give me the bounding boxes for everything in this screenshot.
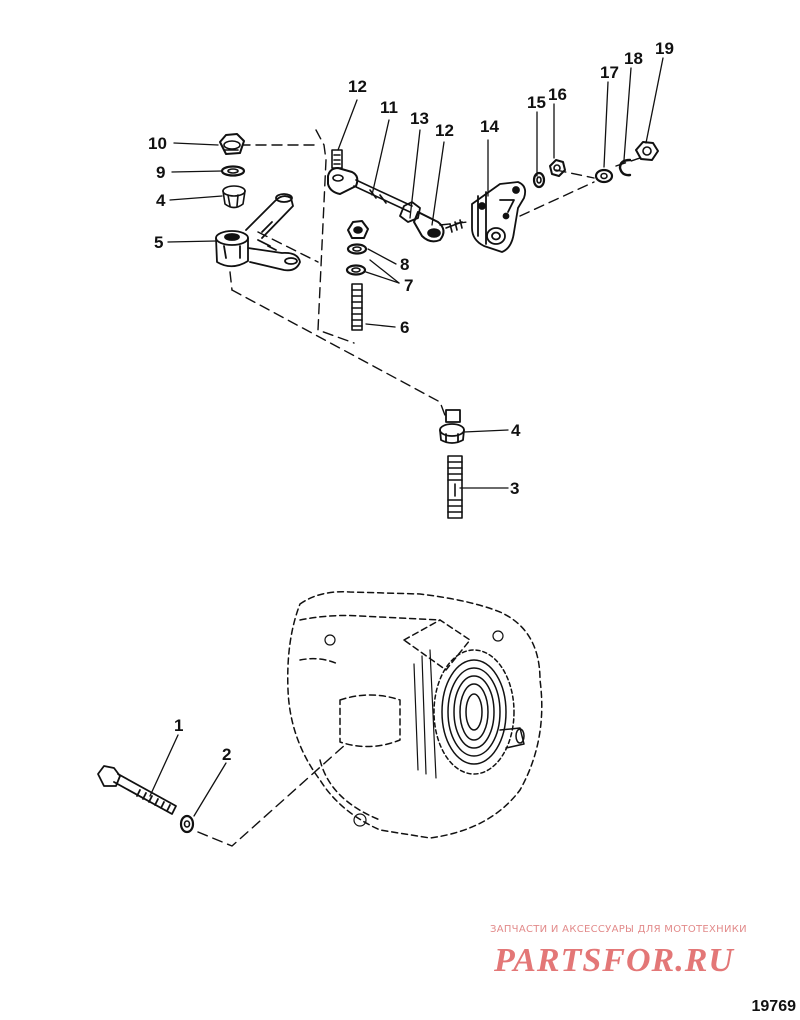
part-10-nut [219,133,245,155]
part-11-rod [353,179,413,213]
callout-4-lower: 4 [511,421,521,440]
figure-reference-number: 19769 [751,998,797,1015]
part-13-jam-nut [399,201,421,223]
part-3-stud [447,455,463,519]
part-2-washer [179,814,195,834]
part-17-washer [594,168,614,184]
alternator-pulley [433,649,525,775]
alternator-cooling-fins [324,630,504,827]
watermark-logo: PARTSFOR.RU [494,942,734,979]
callout-13: 13 [410,109,429,128]
part-7-washers [345,243,368,276]
callout-12-left: 12 [348,77,367,96]
callout-10: 10 [148,134,167,153]
part-4-bushing-upper [222,185,246,209]
part-12-ball-joint-left [327,149,359,195]
part-18-lock-washer [618,158,632,177]
callout-2: 2 [222,745,232,764]
callout-7: 7 [404,276,414,295]
callout-12-right: 12 [435,121,454,140]
callout-15: 15 [527,93,546,112]
part-6-stud [351,283,363,331]
part-4-bushing-lower [439,409,465,444]
callout-17: 17 [600,63,619,82]
callout-11: 11 [380,98,398,117]
part-5-lever [215,193,301,272]
callout-3: 3 [510,479,520,498]
part-1-bolt [97,765,177,815]
callout-5: 5 [154,233,164,252]
callout-19: 19 [655,39,674,58]
part-15-washer [532,171,546,189]
part-12-ball-joint-right [413,211,463,243]
callout-6: 6 [400,318,410,337]
part-14-bracket [471,181,527,253]
callout-14: 14 [480,117,499,136]
part-19-nut [635,141,659,161]
assembly-dashed-lines [197,129,647,847]
callout-9: 9 [156,163,166,182]
callout-8: 8 [400,255,410,274]
callout-1: 1 [174,716,184,735]
alternator-housing [287,591,543,839]
part-16-nut [549,159,566,177]
callout-16: 16 [548,85,567,104]
callout-4-upper: 4 [156,191,166,210]
part-9-washer [220,165,246,177]
part-8-nut [347,220,369,239]
leader-lines [149,57,664,817]
callout-18: 18 [624,49,643,68]
watermark-caption: ЗАПЧАСТИ И АКСЕССУАРЫ ДЛЯ МОТОТЕХНИКИ [490,924,747,935]
